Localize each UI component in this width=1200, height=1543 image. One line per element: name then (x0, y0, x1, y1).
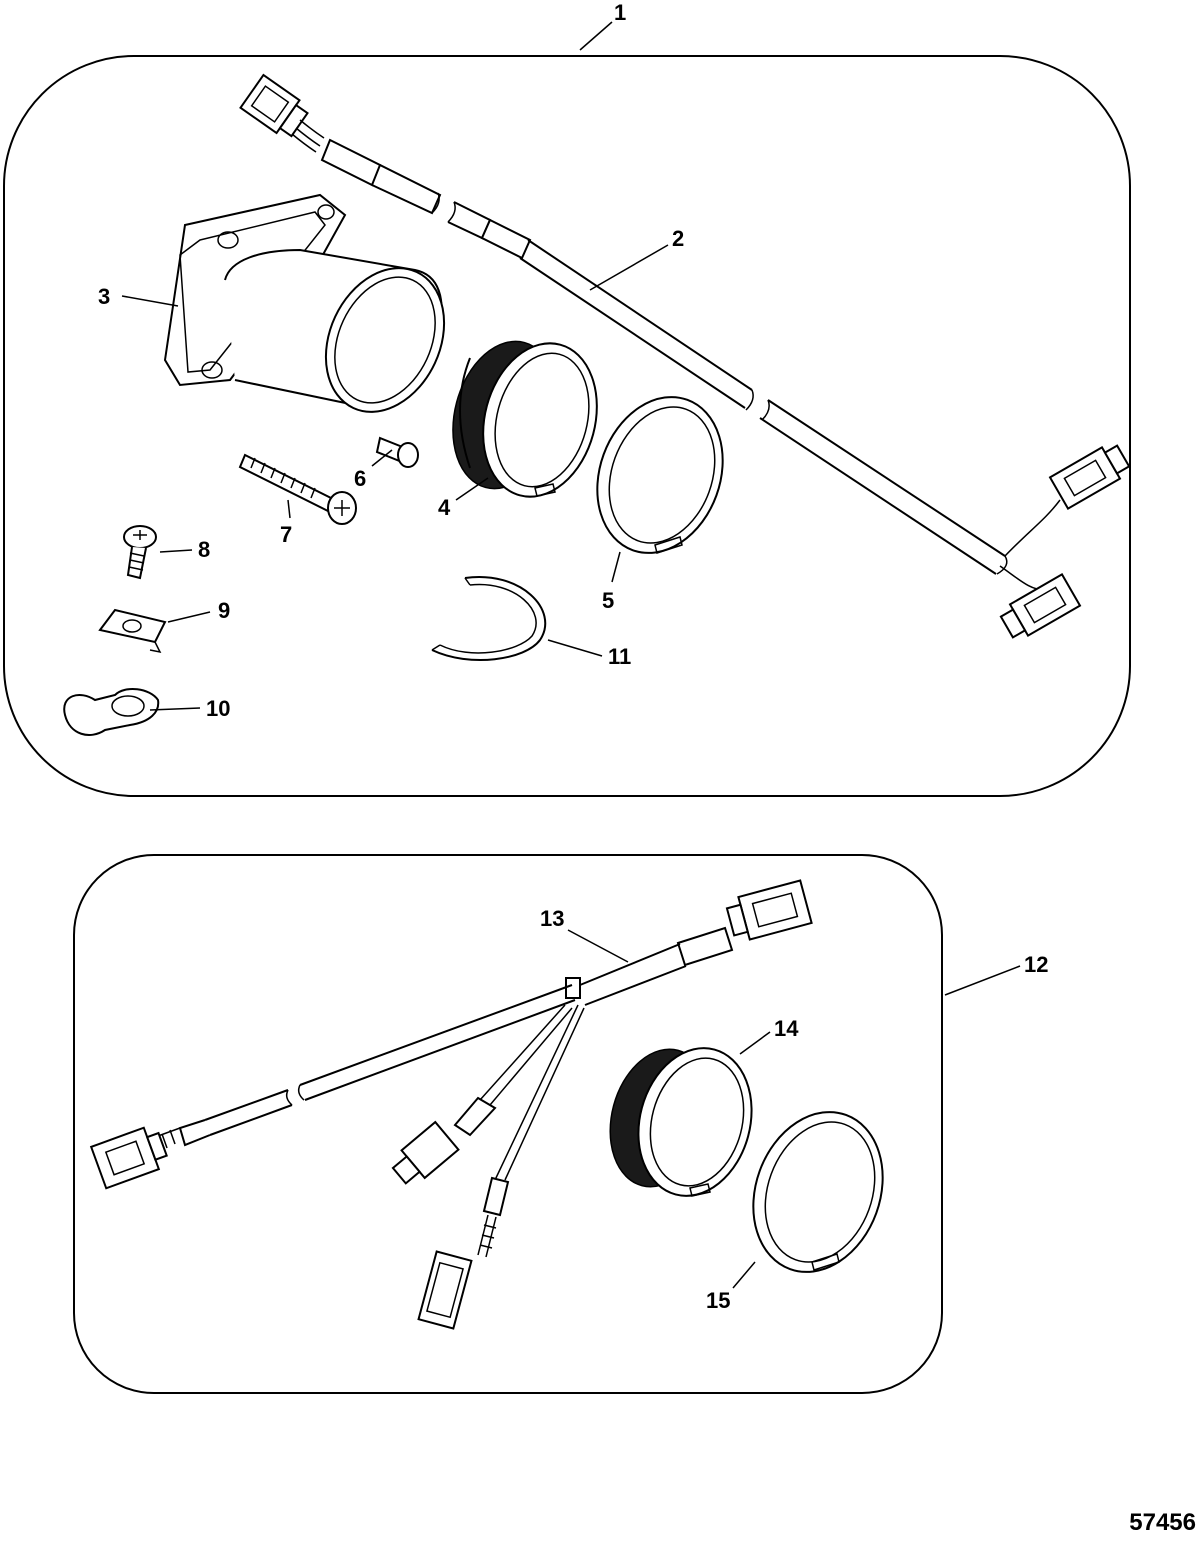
kit-1-boundary (3, 55, 1131, 797)
callout-5: 5 (602, 588, 614, 613)
retaining-ring-part-11 (431, 575, 547, 661)
callout-13: 13 (540, 906, 564, 931)
screw-part-7 (238, 453, 357, 525)
callout-1: 1 (614, 0, 626, 25)
callout-14: 14 (774, 1016, 799, 1041)
callout-2: 2 (672, 226, 684, 251)
bezel-part-5 (596, 396, 724, 554)
callout-15: 15 (706, 1288, 730, 1313)
callout-11: 11 (608, 644, 631, 669)
callout-7: 7 (280, 522, 292, 547)
gauge-part-4 (452, 340, 598, 498)
callout-4: 4 (438, 495, 451, 520)
callout-3: 3 (98, 284, 110, 309)
mounting-cup-part-3 (163, 193, 446, 413)
wire-harness-part-13 (89, 879, 813, 1330)
bezel-part-15 (752, 1111, 884, 1273)
callout-10: 10 (206, 696, 230, 721)
callout-6: 6 (354, 466, 366, 491)
figure-number: 57456 (1129, 1509, 1196, 1536)
clip-part-9 (98, 608, 167, 654)
callout-9: 9 (218, 598, 230, 623)
callout-12: 12 (1024, 952, 1048, 977)
kit-12-boundary (73, 854, 943, 1394)
leader-lines (121, 21, 1021, 1289)
callout-8: 8 (198, 537, 210, 562)
wire-harness-part-2 (239, 73, 1131, 639)
cable-clamp-part-10 (63, 688, 160, 736)
gauge-part-14 (609, 1047, 753, 1197)
nut-part-6 (375, 436, 419, 468)
screw-part-8 (123, 525, 157, 580)
